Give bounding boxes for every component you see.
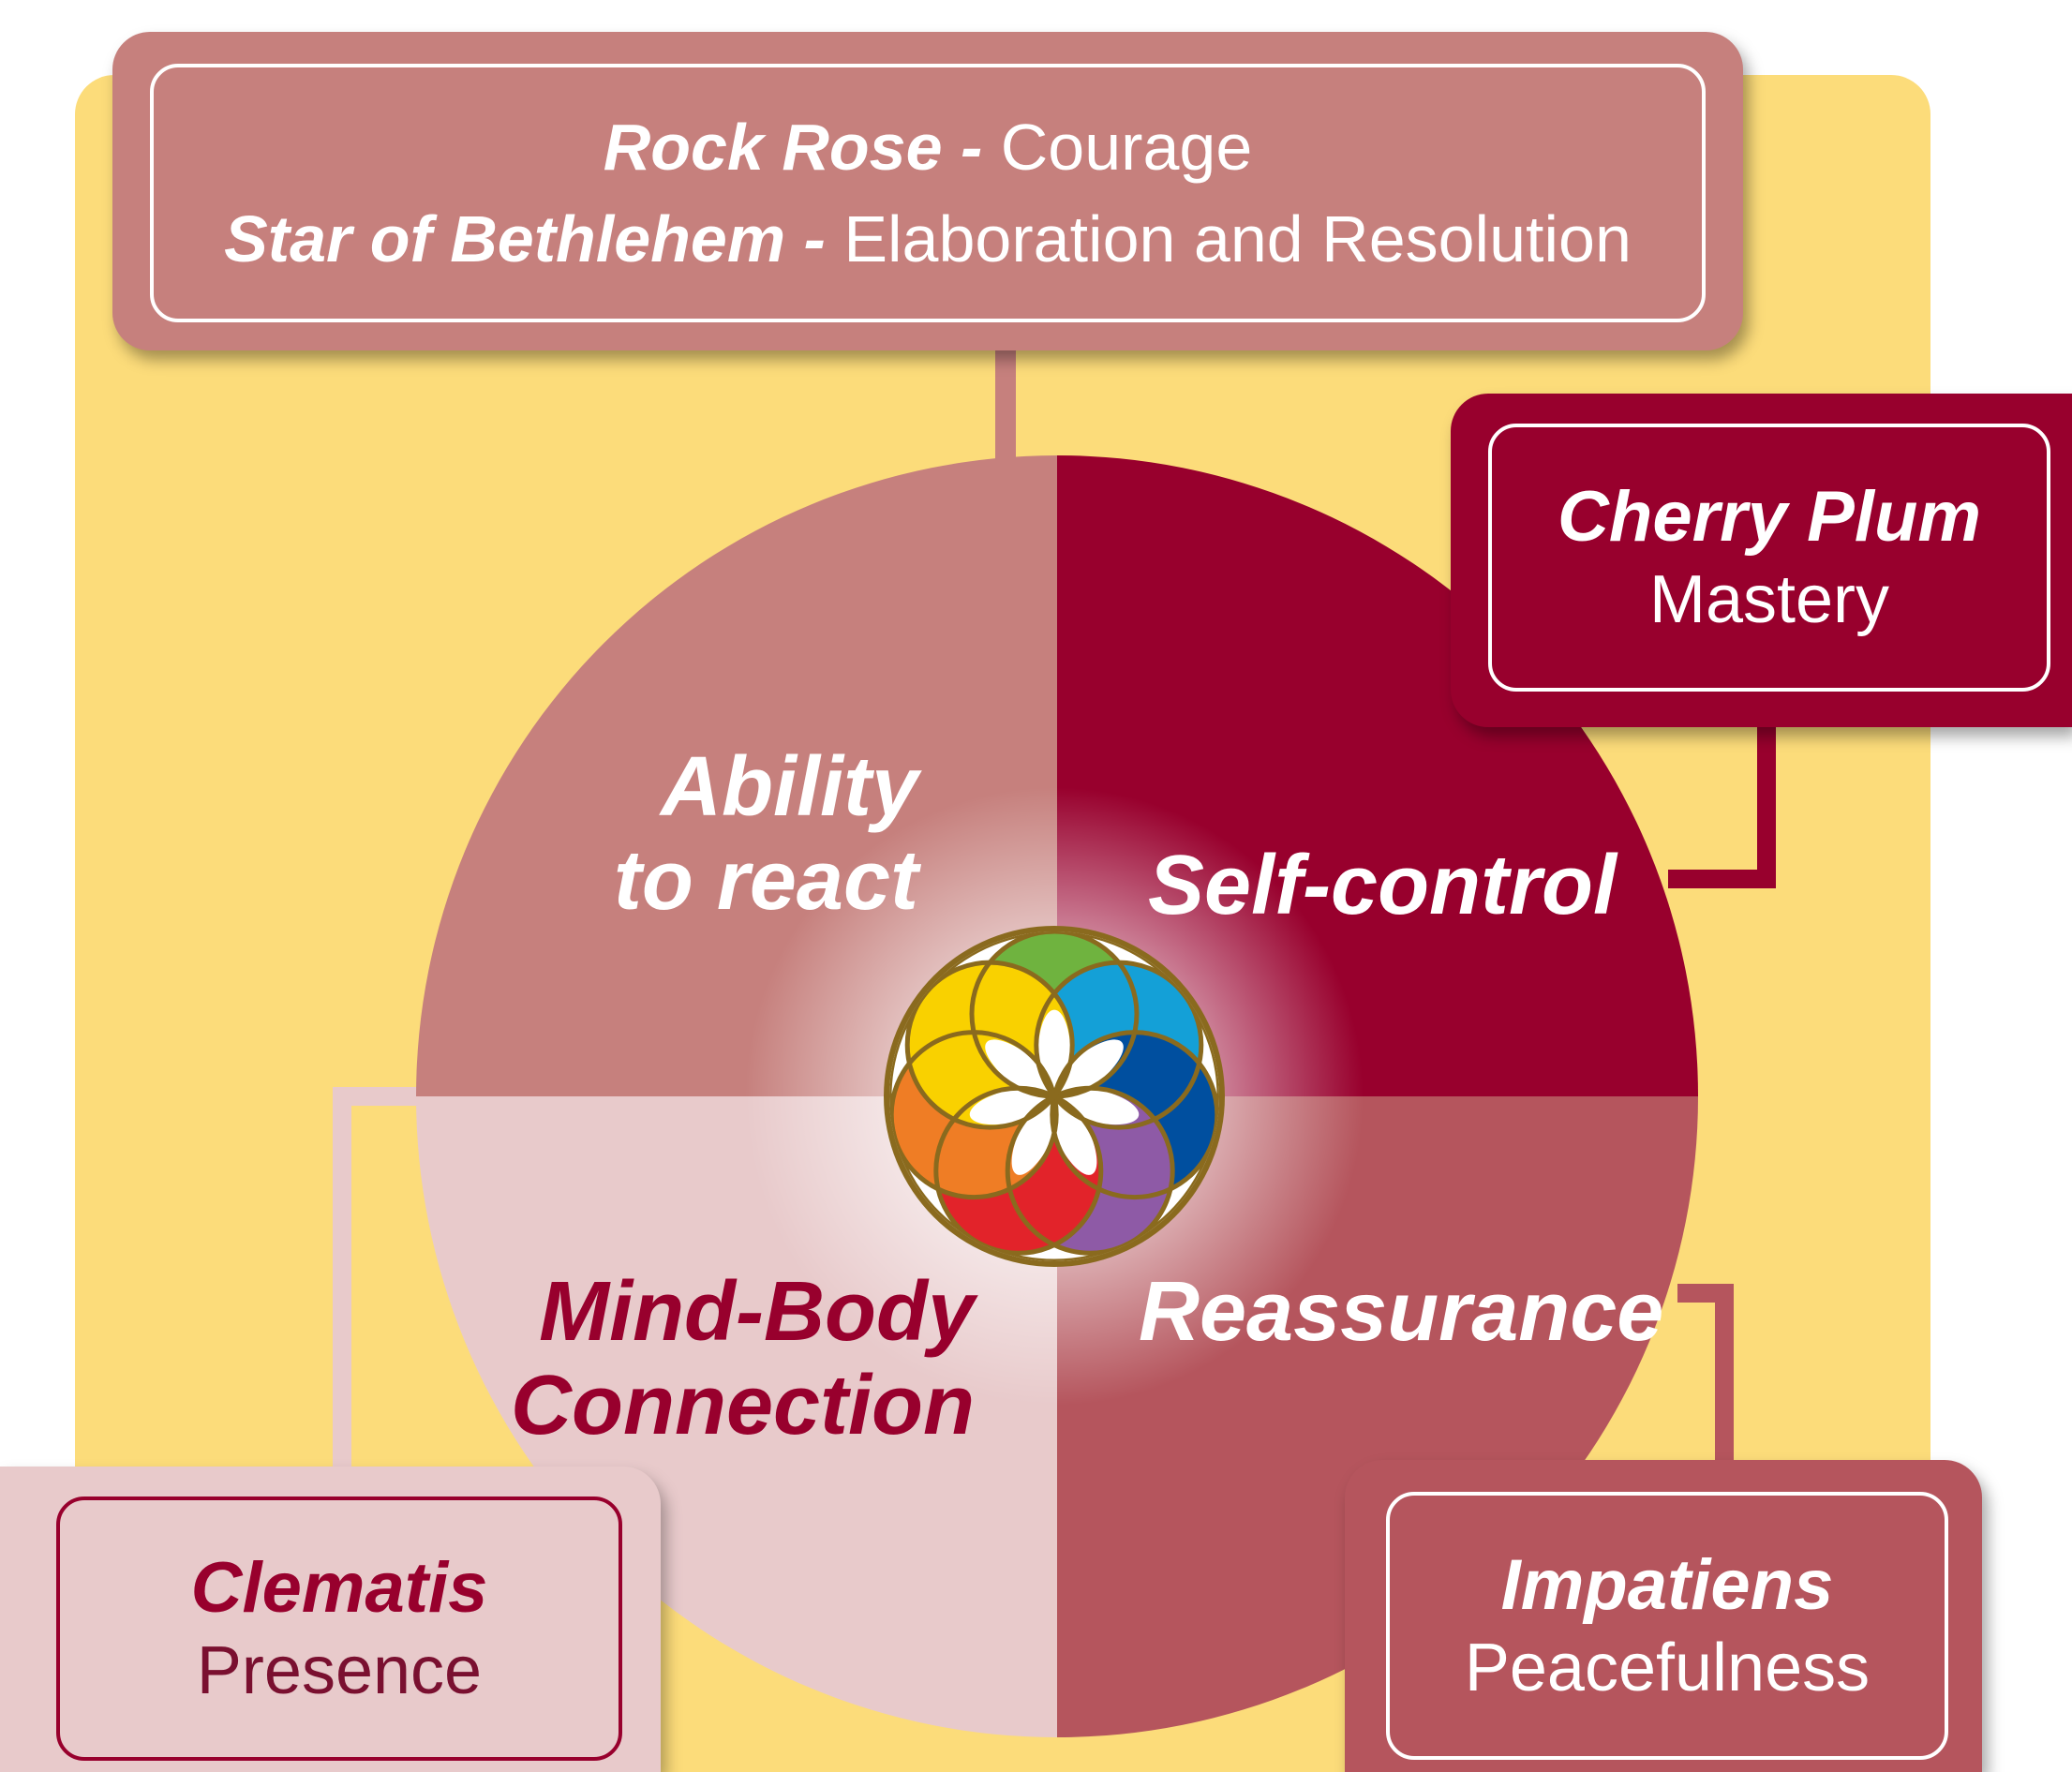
emblem-arc bbox=[904, 960, 1075, 1130]
clematis-box: Clematis Presence bbox=[0, 1467, 661, 1772]
label-reassurance: Reassurance bbox=[1139, 1265, 1664, 1359]
separator: - bbox=[942, 111, 1001, 184]
ability-line-2: to react bbox=[613, 834, 918, 928]
mind-body-line-2: Connection bbox=[511, 1359, 975, 1452]
emblem-inner-petal bbox=[1050, 1039, 1124, 1102]
clematis-name: Clematis bbox=[190, 1548, 488, 1629]
connector-cherry bbox=[1668, 722, 1776, 888]
emblem-inner-petal bbox=[1011, 1092, 1062, 1175]
cherry-plum-box: Cherry Plum Mastery bbox=[1451, 394, 2072, 727]
connector-lines bbox=[333, 347, 1776, 1476]
connector-clematis bbox=[333, 1087, 433, 1476]
impatiens-name: Impatiens bbox=[1500, 1545, 1834, 1626]
emblem-arc bbox=[1005, 1085, 1175, 1256]
separator: - bbox=[785, 202, 844, 275]
ability-line-1: Ability bbox=[660, 740, 918, 834]
top-remedy-box: Rock Rose - Courage Star of Bethlehem - … bbox=[112, 32, 1743, 350]
star-of-bethlehem-name: Star of Bethlehem bbox=[224, 202, 786, 275]
cherry-plum-desc: Mastery bbox=[1648, 562, 1890, 638]
connector-impatiens bbox=[1677, 1284, 1734, 1467]
label-self-control: Self-control bbox=[1148, 839, 1617, 932]
rock-rose-name: Rock Rose bbox=[603, 111, 943, 184]
rock-rose-desc: Courage bbox=[1000, 111, 1253, 184]
mind-body-line-1: Mind-Body bbox=[539, 1265, 975, 1359]
label-mind-body-connection: Mind-Body Connection bbox=[506, 1265, 975, 1471]
emblem-arc bbox=[1034, 960, 1204, 1130]
cherry-plum-name: Cherry Plum bbox=[1558, 477, 1981, 558]
label-ability-to-react: Ability to react bbox=[525, 740, 918, 946]
connector-top bbox=[995, 347, 1016, 469]
star-of-bethlehem-desc: Elaboration and Resolution bbox=[843, 202, 1632, 275]
clematis-desc: Presence bbox=[196, 1633, 483, 1709]
top-line-2: Star of Bethlehem - Elaboration and Reso… bbox=[224, 200, 1632, 278]
impatiens-box: Impatiens Peacefulness bbox=[1345, 1460, 1982, 1772]
impatiens-desc: Peacefulness bbox=[1464, 1631, 1871, 1706]
top-line-1: Rock Rose - Courage bbox=[604, 108, 1253, 186]
flower-of-life-emblem bbox=[884, 926, 1225, 1267]
emblem-arc bbox=[933, 1085, 1104, 1256]
emblem-inner-petal bbox=[985, 1039, 1059, 1102]
